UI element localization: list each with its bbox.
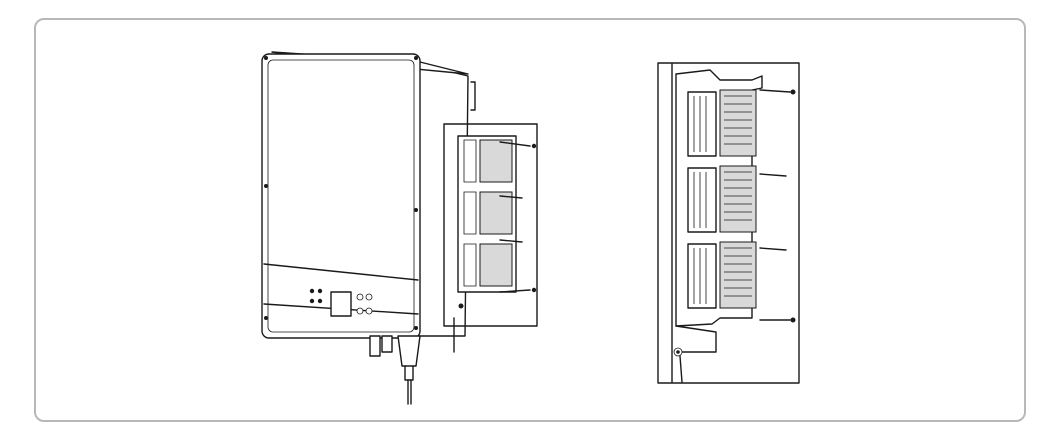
display-screen: [330, 291, 352, 317]
screw-icon: [414, 56, 418, 60]
fan-module-hatching: [724, 95, 752, 297]
led-indicator-icon: [317, 298, 323, 304]
fan-module: [479, 139, 513, 183]
lower-bracket: [675, 325, 717, 353]
led-indicator-icon: [309, 298, 315, 304]
inverter-bezel: [267, 59, 415, 333]
ground-screw-icon: [458, 303, 464, 309]
ground-cable: [679, 355, 683, 383]
fan-tray-callout-box: [443, 123, 538, 327]
button-icon: [356, 307, 364, 315]
fan-housing: [687, 243, 717, 309]
bottom-connector: [369, 335, 381, 357]
screw-icon: [264, 56, 268, 60]
led-indicator-icon: [309, 288, 315, 294]
led-indicator-icon: [317, 288, 323, 294]
fan-housing: [687, 91, 717, 157]
inverter-housing: [261, 53, 421, 339]
screw-icon: [264, 316, 268, 320]
side-bracket: [470, 81, 476, 111]
screw-icon: [531, 287, 537, 293]
button-icon: [365, 307, 373, 315]
screw-leader-lines: [499, 141, 531, 293]
screw-icon: [264, 184, 268, 188]
bottom-connector: [381, 335, 393, 353]
screw-leader-lines: [759, 89, 791, 321]
cable-gland-nut: [404, 365, 414, 381]
fan-detail-box: [657, 62, 800, 384]
cable: [407, 379, 412, 405]
fan-housings: [463, 139, 477, 287]
button-icon: [356, 293, 364, 301]
button-icon: [365, 293, 373, 301]
fan-modules: [463, 139, 513, 287]
cable-gland: [397, 335, 421, 367]
screw-icon: [790, 89, 796, 95]
fan-module: [479, 191, 513, 235]
inverter-overview: [261, 51, 538, 405]
fan-module: [719, 241, 757, 309]
screw-icon: [531, 143, 537, 149]
fan-module: [719, 165, 757, 233]
fan-housing: [687, 167, 717, 233]
fan-modules-detail: [687, 89, 757, 309]
fan-grille: [693, 96, 707, 304]
screw-icon: [790, 317, 796, 323]
screw-icon: [414, 208, 418, 212]
control-band-top: [263, 263, 419, 281]
screw-icon: [414, 326, 418, 330]
fan-module: [719, 89, 757, 157]
ground-screw-center-icon: [676, 350, 680, 354]
fan-module: [479, 243, 513, 287]
figure-frame: [34, 18, 1026, 422]
fan-detail: [657, 62, 800, 384]
